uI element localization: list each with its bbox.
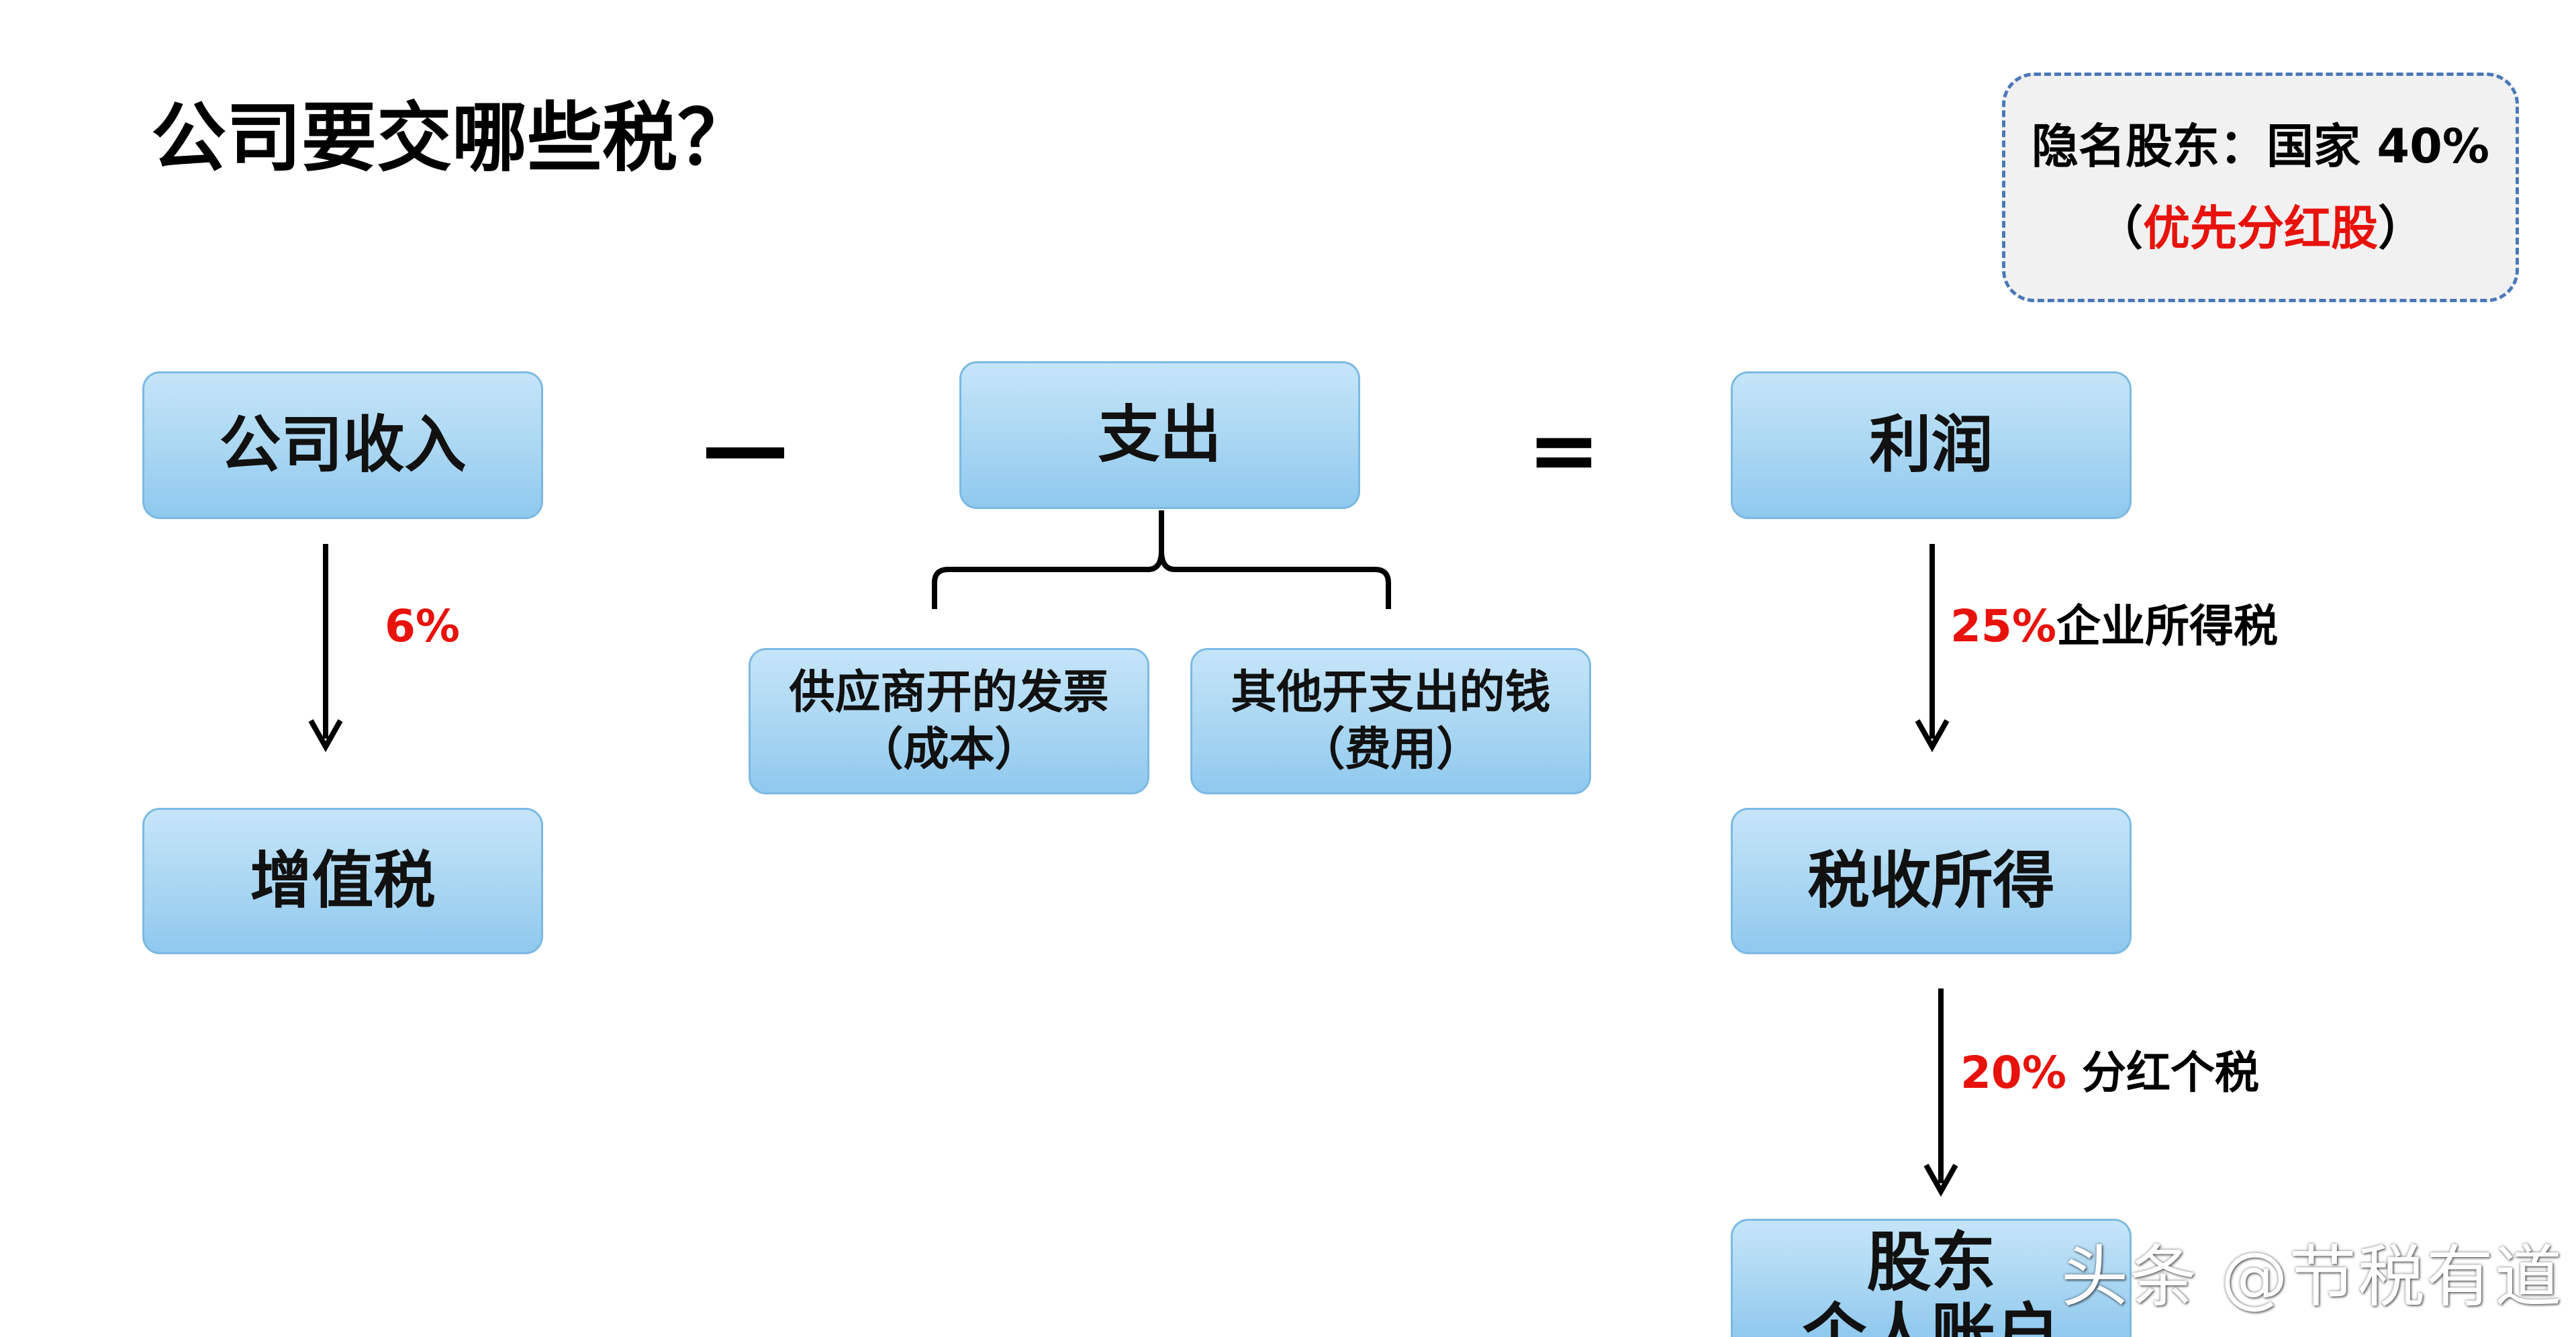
cit-label: 25%企业所得税 [1950,604,2278,649]
shareholder-line-2: 个人账户 [1802,1295,2060,1337]
expenses-box: 支出 [959,361,1360,509]
note-highlight: 优先分红股 [2143,201,2378,256]
expenses-label: 支出 [1098,398,1222,471]
after-tax-box: 税收所得 [1731,808,2132,954]
equals-operator: = [1527,399,1601,501]
cost-box: 供应商开的发票 （成本） [749,648,1149,794]
page-title: 公司要交哪些税？ [151,95,753,182]
profit-label: 利润 [1869,408,1993,481]
vat-box: 增值税 [142,808,543,954]
fees-line-1: 其他开支出的钱 [1231,666,1551,719]
arrowhead-aftertax [1915,719,1950,753]
note-close-paren: ） [2378,201,2425,256]
cost-line-2: （成本） [857,723,1041,776]
shareholder-box: 股东 个人账户 [1731,1219,2132,1337]
arrowhead-vat [308,719,343,753]
dividend-text: 分红个税 [2066,1047,2259,1099]
profit-box: 利润 [1731,371,2132,519]
cit-rate: 25% [1950,600,2056,652]
revenue-label: 公司收入 [219,408,467,481]
vat-label: 增值税 [250,844,436,917]
fees-box: 其他开支出的钱 （费用） [1190,648,1591,794]
watermark: 头条 @节税有道 [2061,1238,2563,1316]
note-line-2: （优先分红股） [2096,187,2425,270]
expenses-brace [932,510,1391,609]
hidden-shareholder-note: 隐名股东：国家 40% （优先分红股） [2002,73,2519,302]
minus-operator: — [702,396,789,498]
shareholder-line-1: 股东 [1866,1225,1996,1300]
cost-line-1: 供应商开的发票 [789,666,1109,719]
arrowhead-shareholder [1923,1164,1958,1197]
revenue-box: 公司收入 [142,371,543,519]
cit-text: 企业所得税 [2056,600,2278,652]
after-tax-label: 税收所得 [1807,844,2055,917]
vat-rate-label: 6% [385,600,461,652]
fees-line-2: （费用） [1299,723,1482,776]
dividend-rate: 20% [1960,1047,2066,1099]
note-line-1: 隐名股东：国家 40% [2032,118,2489,174]
dividend-label: 20% 分红个税 [1960,1051,2259,1095]
note-open-paren: （ [2096,201,2143,256]
